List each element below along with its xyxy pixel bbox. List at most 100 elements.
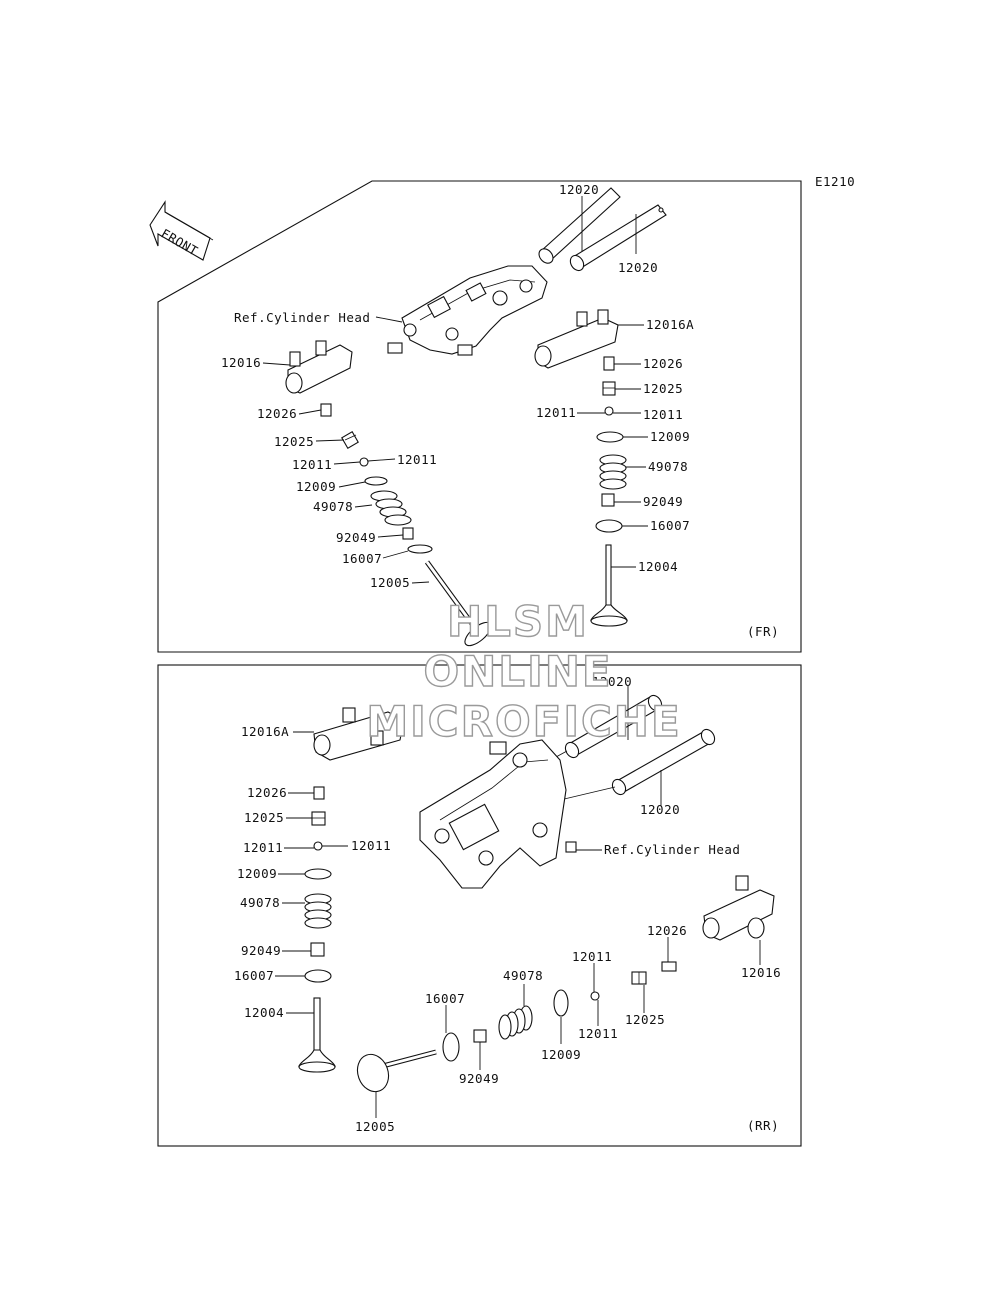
watermark-line-2: ONLINE: [423, 647, 612, 696]
adjuster-rear-left: [313, 786, 325, 800]
ref-cylinder-head-rear: Ref.Cylinder Head: [604, 842, 740, 857]
label-rear-cotter-left-b: 12011: [351, 838, 391, 853]
seat-rear-left: [304, 969, 332, 983]
label-front-push-rod-1: 12020: [559, 182, 599, 197]
label-rear-rocker-left: 12016A: [241, 724, 289, 739]
spring-front-left: [370, 490, 412, 526]
label-front-retainer-left: 12009: [296, 479, 336, 494]
label-rear-spring-left: 49078: [240, 895, 280, 910]
retainer-rear-right: [553, 989, 569, 1017]
seal-front-left: [402, 527, 414, 540]
label-front-cotter-right-b: 12011: [643, 407, 683, 422]
label-front-valve-right: 12004: [638, 559, 678, 574]
locknut-rear-right: [631, 971, 647, 985]
adjuster-front-right: [603, 356, 615, 371]
retainer-front-left: [364, 476, 388, 486]
panel-front-frame: [157, 180, 802, 653]
seal-rear-left: [310, 942, 325, 957]
label-rear-adjuster-left: 12026: [247, 785, 287, 800]
seat-rear-right: [442, 1032, 460, 1062]
ref-cylinder-head-front: Ref.Cylinder Head: [234, 310, 370, 325]
label-rear-seal-right: 92049: [459, 1071, 499, 1086]
label-front-seat-left: 16007: [342, 551, 382, 566]
label-rear-push-rod-1: 12020: [592, 674, 632, 689]
label-rear-seat-left: 16007: [234, 968, 274, 983]
locknut-front-right: [602, 381, 616, 396]
panel-front-tag: (FR): [747, 624, 779, 639]
panel-front: Ref.Cylinder Head: [157, 180, 802, 653]
label-rear-retainer-left: 12009: [237, 866, 277, 881]
label-front-seal-right: 92049: [643, 494, 683, 509]
push-rod-1: [538, 187, 621, 264]
cylinder-head-front: [387, 265, 548, 356]
label-front-cotter-left-a: 12011: [292, 457, 332, 472]
valve-front-left: [424, 560, 492, 647]
label-front-spring-right: 49078: [648, 459, 688, 474]
rocker-arm-rear-right: [702, 875, 775, 941]
spring-front-right: [599, 454, 627, 490]
label-rear-seal-left: 92049: [241, 943, 281, 958]
label-rear-nut-right: 12025: [625, 1012, 665, 1027]
label-front-nut-right: 12025: [643, 381, 683, 396]
seat-front-right: [595, 519, 623, 533]
seal-rear-right: [473, 1029, 487, 1043]
label-front-push-rod-2: 12020: [618, 260, 658, 275]
retainer-front-right: [596, 431, 624, 443]
push-rod-4: [611, 728, 716, 796]
retainer-rear-left: [304, 868, 332, 880]
valve-rear-right: [356, 1049, 437, 1093]
rocker-arm-front-right: [534, 309, 619, 369]
cylinder-head-rear: [419, 739, 577, 889]
rocker-arm-front-left: [285, 340, 353, 394]
label-front-rocker-right: 12016A: [646, 317, 694, 332]
label-front-cotter-right-a: 12011: [536, 405, 576, 420]
spring-rear-left: [304, 893, 332, 929]
adjuster-rear-right: [661, 961, 677, 972]
valve-rear-left: [298, 997, 336, 1073]
label-front-spring-left: 49078: [313, 499, 353, 514]
label-front-valve-left: 12005: [370, 575, 410, 590]
watermark: HLSM ONLINE MICROFICHE: [366, 596, 681, 746]
label-rear-rocker-right: 12016: [741, 965, 781, 980]
label-front-cotter-left-b: 12011: [397, 452, 437, 467]
cotter-rear-left: [313, 841, 323, 851]
label-rear-cotter-left-a: 12011: [243, 840, 283, 855]
label-rear-seat-right: 16007: [425, 991, 465, 1006]
label-rear-retainer-right: 12009: [541, 1047, 581, 1062]
cotter-front-right: [604, 406, 614, 416]
panel-rear-frame: [157, 664, 802, 1147]
cotter-front-left: [359, 457, 369, 467]
watermark-line-1: HLSM: [447, 597, 589, 646]
locknut-front-left: [341, 431, 359, 449]
label-front-adjuster-right: 12026: [643, 356, 683, 371]
seal-front-right: [601, 493, 615, 507]
valve-front-right: [590, 544, 628, 627]
front-arrow-icon: FRONT: [149, 200, 214, 261]
label-front-seal-left: 92049: [336, 530, 376, 545]
seat-front-left: [407, 544, 433, 554]
cotter-rear-right: [590, 991, 600, 1001]
rocker-arm-rear-left: [313, 707, 405, 761]
label-rear-cotter-right-b: 12011: [578, 1026, 618, 1041]
push-rod-3: [564, 694, 663, 759]
label-rear-push-rod-2: 12020: [640, 802, 680, 817]
label-front-seat-right: 16007: [650, 518, 690, 533]
label-rear-valve-left: 12004: [244, 1005, 284, 1020]
push-rod-2: [569, 204, 667, 272]
label-rear-valve-right: 12005: [355, 1119, 395, 1134]
spring-rear-right: [498, 1005, 533, 1040]
label-rear-spring-right: 49078: [503, 968, 543, 983]
label-rear-adjuster-right: 12026: [647, 923, 687, 938]
page-code: E1210: [815, 174, 855, 189]
label-front-rocker-left: 12016: [221, 355, 261, 370]
label-front-nut-left: 12025: [274, 434, 314, 449]
label-rear-nut-left: 12025: [244, 810, 284, 825]
panel-rear-tag: (RR): [747, 1118, 779, 1133]
label-front-retainer-right: 12009: [650, 429, 690, 444]
panel-rear: Ref.Cylinder Head: [157, 664, 802, 1147]
label-rear-cotter-right-a: 12011: [572, 949, 612, 964]
watermark-line-3: MICROFICHE: [366, 697, 681, 746]
label-front-adjuster-left: 12026: [257, 406, 297, 421]
